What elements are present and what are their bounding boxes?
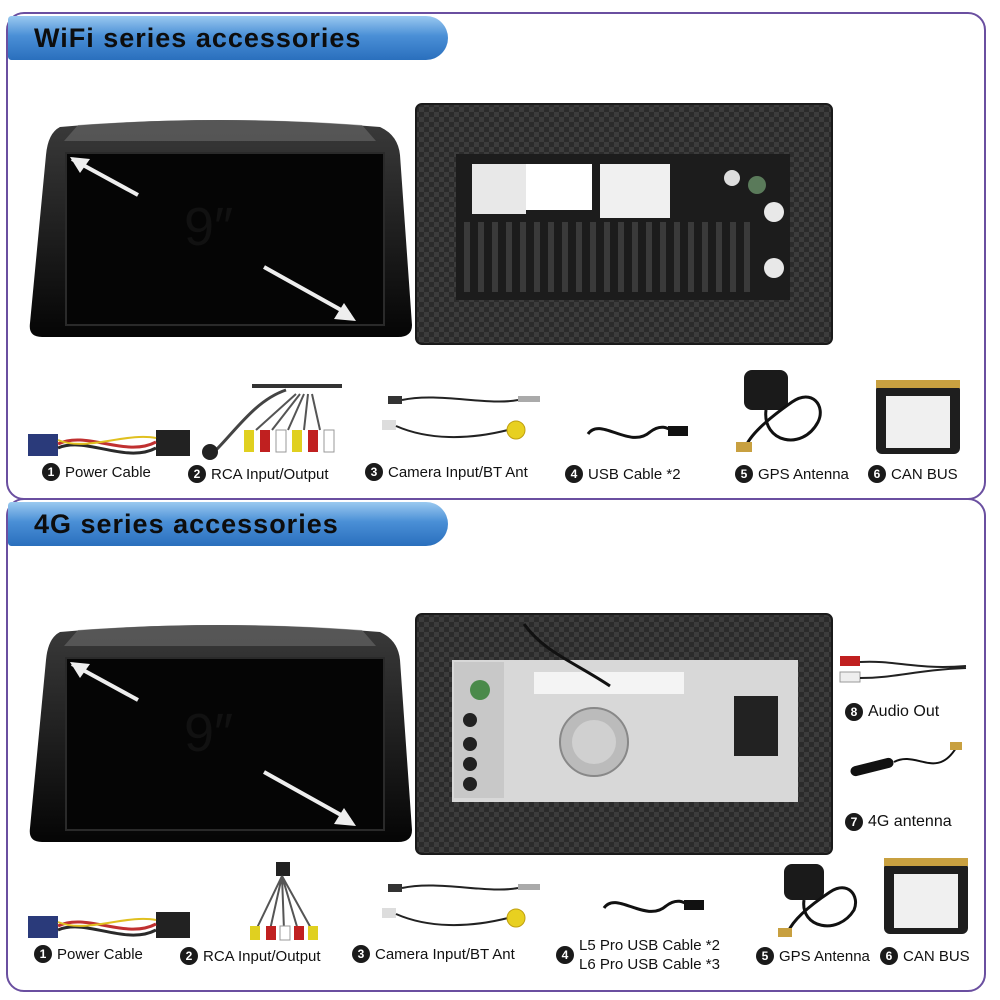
usb-cable-image bbox=[586, 425, 688, 439]
head-unit-front-image bbox=[29, 120, 412, 337]
4g-accessory-4: 4 L5 Pro USB Cable *2 L6 Pro USB Cable *… bbox=[556, 936, 720, 974]
power-cable-image-4g bbox=[28, 912, 190, 938]
wifi-section-title: WiFi series accessories bbox=[8, 16, 448, 60]
usb-cable-image-4g bbox=[602, 899, 704, 913]
head-unit-back-image-4g bbox=[415, 613, 833, 855]
4g-antenna-image bbox=[850, 742, 962, 777]
rca-cable-image-4g bbox=[250, 862, 318, 941]
head-unit-front-image-4g bbox=[29, 625, 412, 842]
canbus-box-image bbox=[876, 380, 960, 454]
gps-antenna-image bbox=[736, 370, 822, 452]
gps-antenna-image-4g bbox=[778, 864, 857, 937]
camera-cable-image-4g bbox=[382, 884, 540, 928]
rca-cable-image bbox=[202, 384, 342, 460]
canbus-box-image-4g bbox=[884, 858, 968, 934]
audio-out-cable-image bbox=[839, 656, 967, 683]
4g-screen-size: 9″ bbox=[184, 703, 234, 763]
head-unit-back-image bbox=[415, 103, 833, 345]
camera-cable-image bbox=[382, 396, 540, 440]
4g-section-title: 4G series accessories bbox=[8, 502, 448, 546]
wifi-screen-size: 9″ bbox=[184, 197, 234, 257]
power-cable-image bbox=[28, 430, 190, 456]
